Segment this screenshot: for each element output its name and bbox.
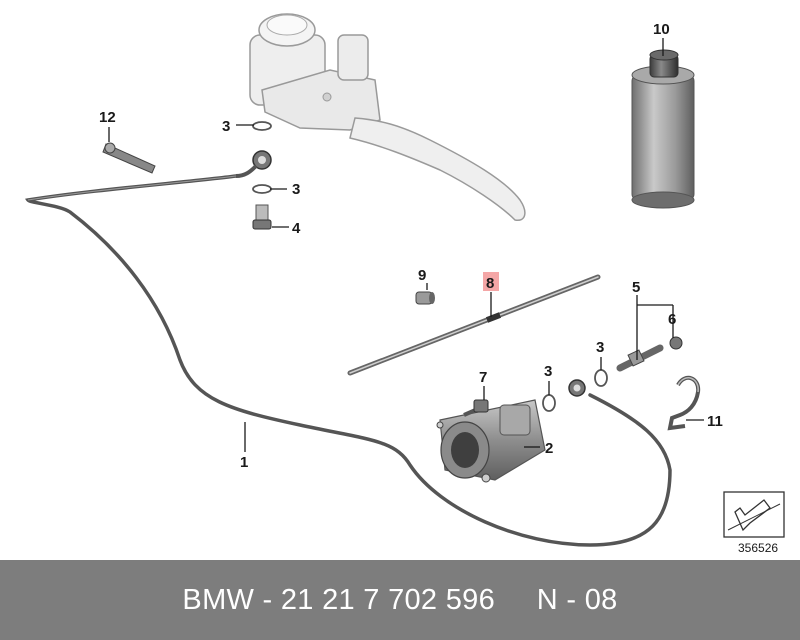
callout-3-lower-2: 3 [544,363,552,380]
callout-7: 7 [479,369,487,386]
bleeder-valve [616,336,683,372]
callout-8: 8 [486,275,494,292]
clip-part-11 [667,375,701,431]
callout-4: 4 [292,220,301,237]
callout-2: 2 [545,440,553,457]
o-ring-lower-2 [542,394,556,412]
callout-8-highlight [483,272,499,291]
o-ring-upper-1 [252,121,272,131]
leader-lines [108,38,704,452]
callout-1: 1 [240,454,248,471]
clutch-slave-cylinder [436,399,546,483]
brake-fluid-bottle [631,49,695,209]
bush-part-9 [415,291,435,305]
banjo-bolt [252,204,272,230]
image-number: 356526 [738,541,779,555]
callout-12: 12 [99,109,116,126]
banjo-fitting-lower [568,379,586,397]
parts-diagram: 12 3 3 4 10 9 8 5 6 3 3 7 2 11 1 [25,13,785,547]
clutch-master-cylinder [249,13,526,221]
screw-part-7 [463,399,489,417]
footer-bar: BMW - 21 21 7 702 596 N - 08 [0,560,800,640]
callout-3-lower-1: 3 [596,339,604,356]
bracket-part-12 [102,142,156,174]
callout-9: 9 [418,267,426,284]
clutch-line-hose [25,174,672,547]
banjo-fitting-upper [235,150,272,178]
callout-10: 10 [653,21,670,38]
callout-3-upper-2: 3 [292,181,300,198]
footer-part-number: BMW - 21 21 7 702 596 N - 08 [182,583,618,616]
callout-5: 5 [632,279,640,296]
callout-3-upper-1: 3 [222,118,230,135]
o-ring-upper-2 [252,184,272,194]
push-rod [347,274,601,376]
callout-11: 11 [707,413,723,430]
o-ring-lower-1 [594,369,608,387]
reference-arrow-icon [723,491,785,538]
callout-6: 6 [668,311,676,328]
